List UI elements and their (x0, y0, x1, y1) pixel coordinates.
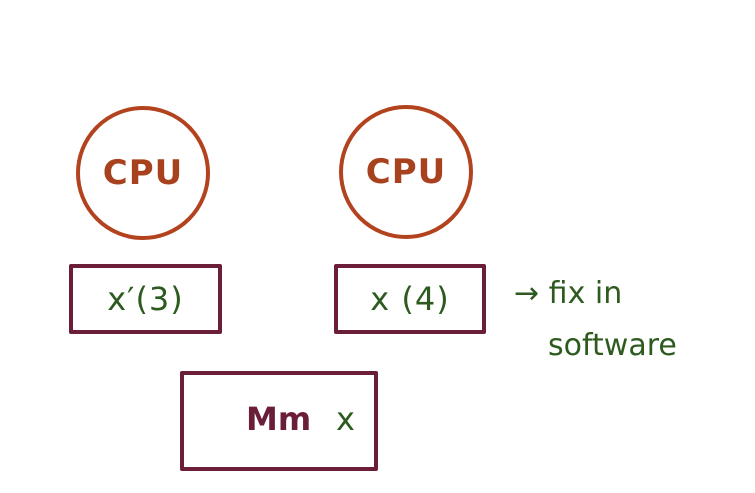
main-memory: Mm x (180, 371, 378, 471)
annotation-line-1: → fix in (514, 276, 623, 311)
cpu-1: CPU (76, 106, 210, 240)
cpu-2-label: CPU (365, 152, 447, 192)
cache-1-value: x′(3) (107, 280, 184, 318)
cache-2: x (4) (334, 264, 486, 334)
cache-1: x′(3) (69, 264, 222, 334)
cache-2-value: x (4) (370, 280, 450, 318)
cpu-1-label: CPU (102, 153, 184, 193)
annotation-line-2: software (548, 328, 677, 363)
main-memory-variable: x (336, 400, 355, 438)
main-memory-label: Mm (246, 400, 312, 438)
cpu-2: CPU (339, 105, 473, 239)
annotation-note: → fix in software (514, 268, 677, 372)
